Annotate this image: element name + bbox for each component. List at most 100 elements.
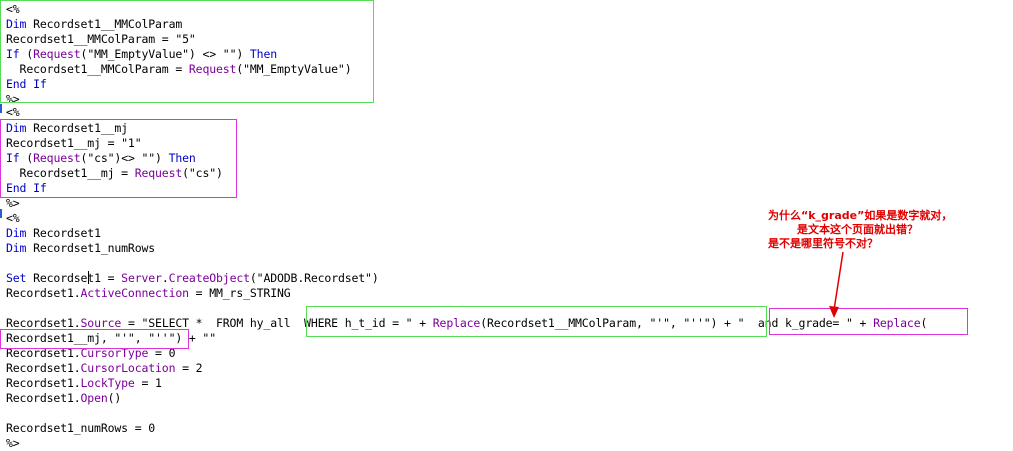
code-token: Set xyxy=(6,271,27,285)
code-line: Recordset1.ActiveConnection = MM_rs_STRI… xyxy=(6,286,291,301)
code-line: Recordset1.LockType = 1 xyxy=(6,376,162,391)
code-token: Recordset1__MMColParam = xyxy=(6,62,189,76)
code-token: Request xyxy=(134,166,183,180)
code-token: ( xyxy=(19,47,34,61)
code-line: %> xyxy=(6,196,20,211)
code-token: = MM_rs_STRING xyxy=(188,286,291,300)
code-line: Recordset1__MMColParam = "5" xyxy=(6,32,196,47)
code-token: <% xyxy=(6,105,20,119)
highlight-box-mj-replace xyxy=(0,329,189,349)
code-token: Recordset1 xyxy=(26,226,101,240)
highlight-box-mj xyxy=(0,119,237,198)
code-token: End If xyxy=(6,77,47,91)
code-token: Recordset1__mj = "1" xyxy=(6,136,142,150)
code-line: Set Recordset1 = Server.CreateObject("AD… xyxy=(6,271,379,286)
code-line: Recordset1_numRows = 0 xyxy=(6,421,155,436)
code-token: Then xyxy=(168,151,196,165)
code-line: Recordset1__mj = Request("cs") xyxy=(6,166,223,181)
code-token: = 0 xyxy=(148,346,176,360)
code-token: %> xyxy=(6,436,20,450)
code-token: Recordset1_numRows = 0 xyxy=(6,421,156,435)
code-token: <% xyxy=(6,2,20,16)
code-token: . xyxy=(161,271,169,285)
code-token: Dim xyxy=(6,121,27,135)
code-token: If xyxy=(6,47,20,61)
code-line: End If xyxy=(6,77,47,92)
code-line: %> xyxy=(6,436,20,451)
code-token: ( xyxy=(19,151,34,165)
code-line: <% xyxy=(6,2,20,17)
code-line: Recordset1__mj, "'", "''") + "" xyxy=(6,331,216,346)
code-line: Recordset1__MMColParam = Request("MM_Emp… xyxy=(6,62,352,77)
code-token: Dim xyxy=(6,241,27,255)
code-token: LockType xyxy=(80,376,135,390)
highlight-box-where xyxy=(306,306,767,337)
code-line: Recordset1__mj = "1" xyxy=(6,136,142,151)
code-token: Recordset1. xyxy=(6,316,81,330)
code-token: Recordset1. xyxy=(6,346,81,360)
code-token: Recordset1__MMColParam xyxy=(26,17,183,31)
code-token: Request xyxy=(188,62,237,76)
code-token: Recordset1. xyxy=(6,391,81,405)
code-line: Dim Recordset1_numRows xyxy=(6,241,155,256)
highlight-box-colparam xyxy=(0,0,374,103)
code-token: CreateObject xyxy=(168,271,250,285)
code-token: Recordset1. xyxy=(6,376,81,390)
code-token: End If xyxy=(6,181,47,195)
line-marker xyxy=(0,104,2,113)
code-token: Open xyxy=(80,391,108,405)
code-token: Recordset1__mj, "'", "''") + "" xyxy=(6,331,216,345)
annotation-line-3: 是不是哪里符号不对？ xyxy=(768,237,878,250)
code-token: = "SELECT * FROM hy_all WHERE h_t_id = "… xyxy=(121,316,433,330)
code-token: ( xyxy=(920,316,928,330)
code-token: Recordset1_numRows xyxy=(26,241,156,255)
code-line: End If xyxy=(6,181,47,196)
text-cursor xyxy=(88,271,89,284)
code-token: Source xyxy=(80,316,122,330)
line-marker xyxy=(0,209,2,218)
annotation-line-1: 为什么“k_grade”如果是数字就对， xyxy=(768,209,953,222)
code-token: ("ADODB.Recordset") xyxy=(249,271,379,285)
code-token: ("cs") xyxy=(182,166,223,180)
code-token: Request xyxy=(33,151,81,165)
code-line: Dim Recordset1__MMColParam xyxy=(6,17,182,32)
code-token: Recordset1__mj = xyxy=(6,166,135,180)
code-token: <% xyxy=(6,211,20,225)
code-line: Dim Recordset1 xyxy=(6,226,101,241)
code-line: Recordset1.CursorType = 0 xyxy=(6,346,176,361)
code-token: Recordset1. xyxy=(6,361,81,375)
code-line: Recordset1.Open() xyxy=(6,391,121,406)
code-token: Request xyxy=(33,47,81,61)
code-line: If (Request("MM_EmptyValue") <> "") Then xyxy=(6,47,277,62)
code-token: () xyxy=(107,391,122,405)
code-line: Dim Recordset1__mj xyxy=(6,121,128,136)
code-token: %> xyxy=(6,196,20,210)
code-token: Dim xyxy=(6,226,27,240)
code-line: <% xyxy=(6,211,20,226)
code-token: CursorLocation xyxy=(80,361,176,375)
code-token: If xyxy=(6,151,20,165)
code-token: Recordset1 = xyxy=(26,271,122,285)
code-token: Replace xyxy=(432,316,481,330)
code-token: = 2 xyxy=(175,361,203,375)
code-token: (Recordset1__MMColParam, "'", "''") + " … xyxy=(480,316,874,330)
code-token: ("cs")<> "") xyxy=(80,151,169,165)
code-line: <% xyxy=(6,105,20,120)
highlight-box-kgrade xyxy=(769,308,968,335)
code-line: Recordset1.Source = "SELECT * FROM hy_al… xyxy=(6,316,927,331)
code-token: Recordset1__MMColParam = "5" xyxy=(6,32,196,46)
code-line: Recordset1.CursorLocation = 2 xyxy=(6,361,203,376)
annotation-line-2: 是文本这个页面就出错？ xyxy=(797,223,918,236)
code-token: Replace xyxy=(873,316,921,330)
code-token: Then xyxy=(249,47,277,61)
code-token: Server xyxy=(121,271,162,285)
code-token: ("MM_EmptyValue") xyxy=(236,62,352,76)
code-token: CursorType xyxy=(80,346,149,360)
code-line: If (Request("cs")<> "") Then xyxy=(6,151,196,166)
code-token: Recordset1__mj xyxy=(26,121,128,135)
code-token: Dim xyxy=(6,17,27,31)
code-token: Recordset1. xyxy=(6,286,81,300)
code-token: ("MM_EmptyValue") <> "") xyxy=(80,47,250,61)
code-token: ActiveConnection xyxy=(80,286,190,300)
